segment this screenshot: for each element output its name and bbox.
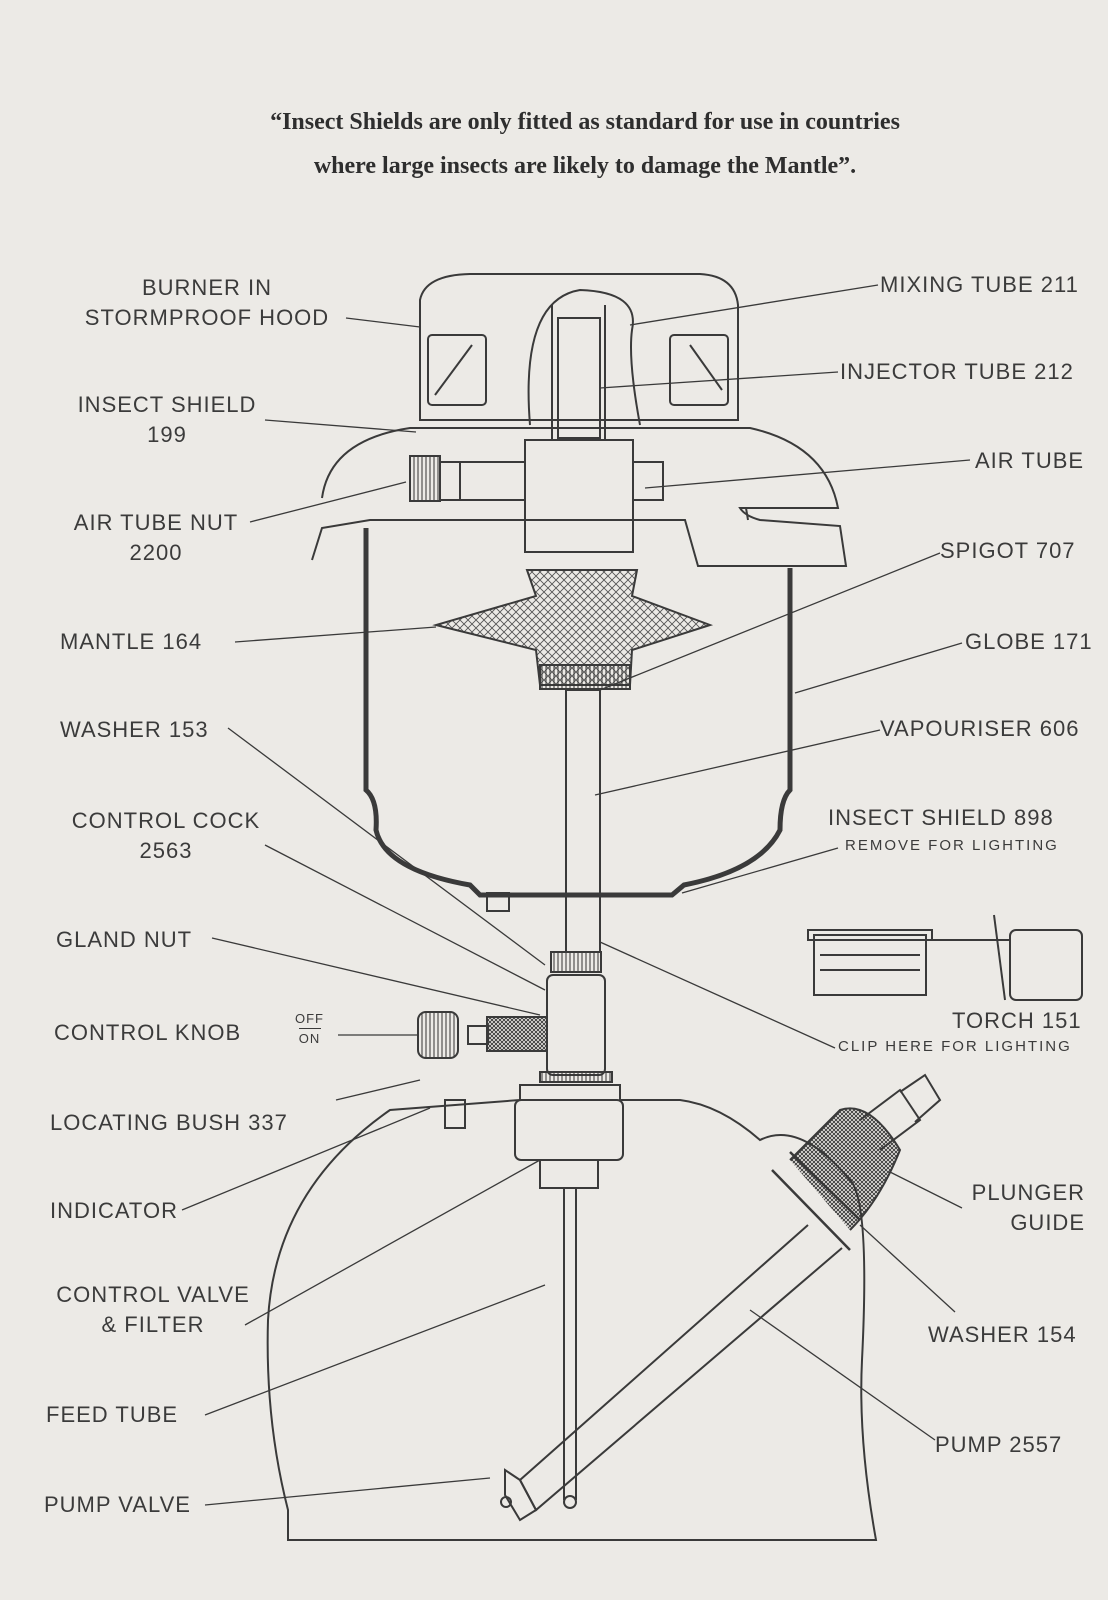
label-on: ON xyxy=(298,1031,321,1046)
feed-tube xyxy=(563,1188,577,1509)
label-insect-shield-199-line2: 199 xyxy=(147,422,187,447)
label-burner: BURNER IN STORMPROOF HOOD xyxy=(62,273,352,333)
label-washer-154: WASHER 154 xyxy=(928,1322,1077,1347)
globe-171 xyxy=(363,528,793,912)
label-control-cock: CONTROL COCK 2563 xyxy=(56,806,276,866)
standard-fitting-note: “Insect Shields are only fitted as stand… xyxy=(150,100,1020,188)
insect-shield-199 xyxy=(311,427,848,567)
control-cock-2563 xyxy=(417,951,613,1083)
label-injector-tube: INJECTOR TUBE 212 xyxy=(840,359,1074,384)
label-vapouriser: VAPOURISER 606 xyxy=(880,716,1080,741)
label-insect-shield-898: INSECT SHIELD 898 xyxy=(828,805,1054,830)
note-line-1: “Insect Shields are only fitted as stand… xyxy=(270,109,900,135)
label-globe: GLOBE 171 xyxy=(965,629,1093,654)
label-mantle: MANTLE 164 xyxy=(60,629,203,654)
label-insect-shield-199: INSECT SHIELD 199 xyxy=(62,390,272,450)
label-plunger-guide-line2: GUIDE xyxy=(1010,1210,1085,1235)
off-on-divider xyxy=(298,1028,321,1029)
label-spigot: SPIGOT 707 xyxy=(940,538,1076,563)
label-locating-bush: LOCATING BUSH 337 xyxy=(50,1110,288,1135)
torch-151 xyxy=(807,914,1083,1001)
label-pump-valve: PUMP VALVE xyxy=(44,1492,191,1517)
label-control-valve-line2: & FILTER xyxy=(101,1312,205,1337)
label-air-tube-nut: AIR TUBE NUT 2200 xyxy=(60,508,252,568)
stormproof-hood xyxy=(419,273,739,426)
label-torch: TORCH 151 xyxy=(952,1008,1082,1033)
burner-body xyxy=(409,439,664,553)
vapouriser-606 xyxy=(565,689,601,953)
leader-lines xyxy=(181,284,971,1506)
label-plunger-guide: PLUNGER GUIDE xyxy=(940,1178,1085,1238)
fount xyxy=(266,1084,878,1541)
label-mixing-tube: MIXING TUBE 211 xyxy=(880,272,1079,297)
label-insect-shield-199-line1: INSECT SHIELD xyxy=(77,392,257,417)
off-on-indicator: OFF ON xyxy=(295,1010,324,1047)
label-control-valve-line1: CONTROL VALVE xyxy=(56,1282,250,1307)
label-air-tube-nut-line2: 2200 xyxy=(129,540,183,565)
label-clip-here: CLIP HERE FOR LIGHTING xyxy=(838,1038,1072,1055)
label-control-knob: CONTROL KNOB xyxy=(54,1020,242,1045)
pump-2557 xyxy=(500,1073,942,1522)
label-burner-line1: BURNER IN xyxy=(141,275,272,300)
label-plunger-guide-line1: PLUNGER xyxy=(971,1180,1085,1205)
label-air-tube: AIR TUBE xyxy=(975,448,1085,473)
label-remove-for-lighting: REMOVE FOR LIGHTING xyxy=(845,837,1059,854)
label-air-tube-nut-line1: AIR TUBE NUT xyxy=(73,510,239,535)
label-indicator: INDICATOR xyxy=(50,1198,178,1223)
label-washer-153: WASHER 153 xyxy=(60,717,209,742)
label-pump: PUMP 2557 xyxy=(935,1432,1063,1457)
mixing-tube xyxy=(551,305,606,440)
label-off: OFF xyxy=(295,1011,324,1026)
label-control-valve: CONTROL VALVE & FILTER xyxy=(48,1280,258,1340)
note-line-2: where large insects are likely to damage… xyxy=(313,153,857,179)
label-burner-line2: STORMPROOF HOOD xyxy=(84,305,330,330)
mantle-164 xyxy=(432,569,714,690)
label-control-cock-line2: 2563 xyxy=(139,838,193,863)
label-control-cock-line1: CONTROL COCK xyxy=(71,808,261,833)
label-gland-nut: GLAND NUT xyxy=(56,927,193,952)
label-feed-tube: FEED TUBE xyxy=(46,1402,179,1427)
